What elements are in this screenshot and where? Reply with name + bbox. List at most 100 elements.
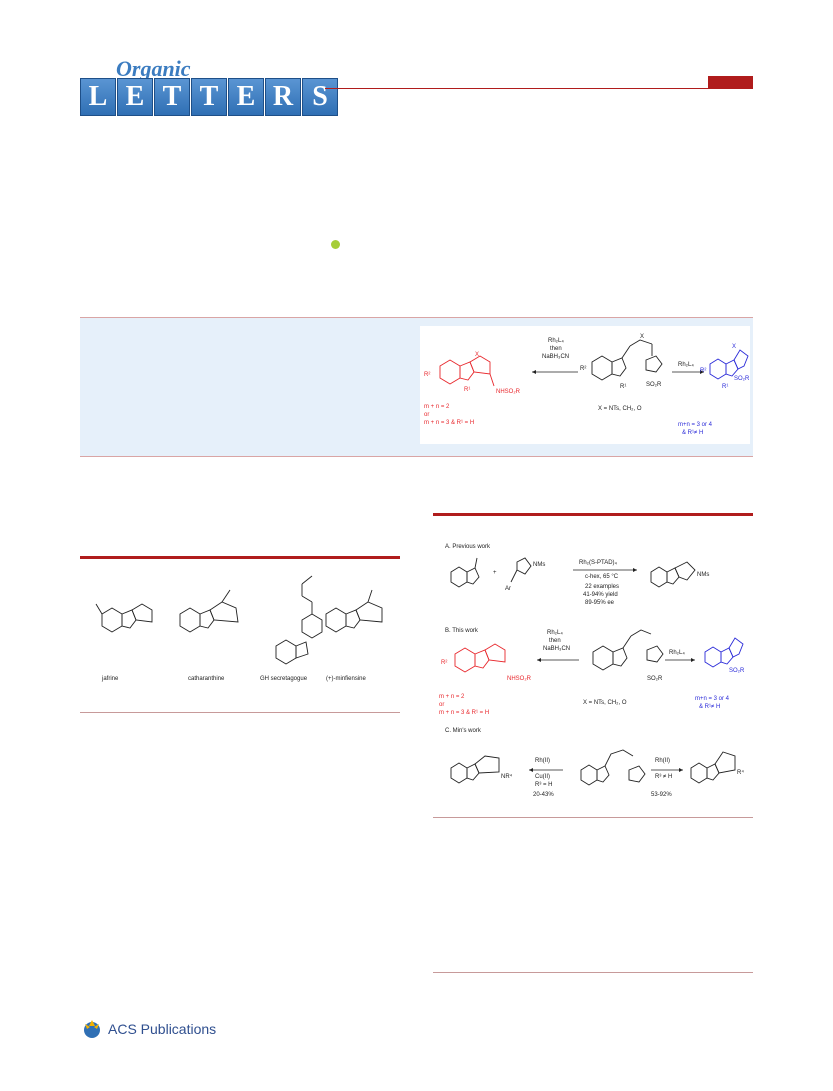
left-product-structure bbox=[439, 355, 495, 387]
scheme-c-right-cond-2: R³ ≠ H bbox=[655, 774, 672, 780]
toc-left-cond-1: m + n = 2 bbox=[424, 404, 450, 410]
figure1-top-rule bbox=[80, 556, 400, 559]
scheme-section-c: C. Min's work bbox=[445, 728, 482, 734]
svg-text:X: X bbox=[732, 344, 736, 350]
logo-letter-tile: L bbox=[80, 78, 116, 116]
toc-right-product-label: SO₂R bbox=[734, 376, 750, 382]
scheme-c-right-cond-3: 53-92% bbox=[651, 792, 672, 798]
scheme-b-x-def: X = NTs, CH₂, O bbox=[583, 700, 627, 706]
orcid-icon[interactable] bbox=[331, 240, 340, 249]
header-accent-block bbox=[708, 76, 753, 89]
scheme-b-right-cond-1: m+n = 3 or 4 bbox=[695, 696, 730, 702]
svg-text:R¹: R¹ bbox=[464, 387, 470, 393]
toc-scheme-svg: R² R¹ X NHSO₂R m + n = 2 or m + n = 3 & … bbox=[424, 334, 750, 436]
toc-reagent-l1: Rh₂L₄ bbox=[548, 338, 564, 344]
scheme-b-reagent-2: then bbox=[549, 638, 561, 644]
scheme-b-left-label: NHSO₂R bbox=[507, 676, 532, 682]
logo-letter-tile: E bbox=[228, 78, 264, 116]
svg-text:R²: R² bbox=[700, 368, 706, 374]
scheme-c-left-cond-1: Rh(II) bbox=[535, 758, 550, 764]
toc-right-cond-1: m+n = 3 or 4 bbox=[678, 422, 713, 428]
toc-left-cond-2: or bbox=[424, 412, 429, 418]
scheme-b-reagent-r: Rh₂L₄ bbox=[669, 650, 685, 656]
abstract-panel: R² R¹ X NHSO₂R m + n = 2 or m + n = 3 & … bbox=[80, 317, 753, 457]
toc-graphic: R² R¹ X NHSO₂R m + n = 2 or m + n = 3 & … bbox=[420, 326, 750, 444]
scheme-a-cond-2: c-hex, 65 °C bbox=[585, 574, 619, 580]
header-rule bbox=[325, 88, 753, 89]
toc-left-cond-3: m + n = 3 & R¹ = H bbox=[424, 420, 474, 426]
acs-footer: ACS Publications bbox=[82, 1018, 216, 1040]
gh-secretagogue-structure bbox=[275, 575, 323, 665]
substrate-structure bbox=[591, 339, 663, 381]
logo-organic-text: Organic bbox=[116, 56, 191, 81]
toc-reagent-r: Rh₂L₄ bbox=[678, 362, 694, 368]
right-product-structure bbox=[709, 349, 749, 380]
scheme-a-cond-5: 89-95% ee bbox=[585, 600, 615, 606]
svg-text:R²: R² bbox=[424, 372, 430, 378]
scheme1: A. Previous work + NMs Ar NMs Rh₂(S-PTAD… bbox=[433, 520, 753, 815]
publisher-name: ACS Publications bbox=[108, 1021, 217, 1037]
toc-left-product-label: NHSO₂R bbox=[496, 389, 521, 395]
scheme1-svg: A. Previous work + NMs Ar NMs Rh₂(S-PTAD… bbox=[439, 544, 745, 798]
scheme-a-triazole-label: NMs bbox=[533, 562, 545, 568]
scheme-c-right-label: R⁴ bbox=[737, 769, 744, 776]
toc-reagent-l3: NaBH₃CN bbox=[542, 354, 569, 360]
logo-letter-tile: E bbox=[117, 78, 153, 116]
scheme-b-left-product bbox=[454, 643, 506, 673]
scheme-b-right-product bbox=[704, 637, 744, 668]
svg-text:+: + bbox=[493, 570, 497, 576]
scheme-b-left-cond-2: or bbox=[439, 702, 444, 708]
scheme-section-a: A. Previous work bbox=[445, 544, 491, 550]
scheme-c-right-cond-1: Rh(II) bbox=[655, 758, 670, 764]
scheme-b-right-cond-2: & R¹≠ H bbox=[699, 704, 720, 710]
scheme-c-left-cond-3: R³ = H bbox=[535, 782, 553, 788]
catharanthine-structure bbox=[179, 589, 239, 633]
scheme-b-right-label: SO₂R bbox=[729, 668, 745, 674]
scheme-a-cond-1: Rh₂(S-PTAD)₄ bbox=[579, 560, 618, 566]
scheme-b-left-cond-3: m + n = 3 & R¹ = H bbox=[439, 710, 489, 716]
compound-label-2: catharanthine bbox=[188, 676, 225, 682]
figure1-bottom-rule bbox=[80, 712, 400, 713]
logo-letter-tile: T bbox=[154, 78, 190, 116]
scheme-a-cond-3: 22 examples bbox=[585, 584, 619, 590]
compound-label-3: GH secretagogue bbox=[260, 676, 308, 682]
svg-text:R²: R² bbox=[580, 366, 586, 372]
logo-letter-tile: T bbox=[191, 78, 227, 116]
scheme-b-substrate-label: SO₂R bbox=[647, 676, 663, 682]
svg-text:R¹: R¹ bbox=[620, 384, 626, 390]
logo-letter-tile: S bbox=[302, 78, 338, 116]
minfiensine-structure bbox=[325, 589, 383, 633]
toc-reagent-l2: then bbox=[550, 346, 562, 352]
logo-letter-tile: R bbox=[265, 78, 301, 116]
scheme1-bottom-rule bbox=[433, 817, 753, 818]
jafrine-structure bbox=[95, 603, 153, 633]
toc-substrate-label: SO₂R bbox=[646, 382, 662, 388]
figure1: jafrine catharanthine GH secretagogue (+… bbox=[80, 562, 400, 688]
scheme-a-ar-label: Ar bbox=[505, 586, 511, 592]
scheme-c-left-label: NR⁴ bbox=[501, 773, 513, 780]
svg-text:R²: R² bbox=[441, 660, 447, 666]
scheme-b-substrate bbox=[592, 629, 664, 671]
scheme-section-b: B. This work bbox=[445, 628, 479, 634]
acs-logo-icon bbox=[84, 1020, 100, 1038]
scheme-a-product-label: NMs bbox=[697, 572, 709, 578]
scheme-b-left-cond-1: m + n = 2 bbox=[439, 694, 465, 700]
compound-label-1: jafrine bbox=[101, 676, 119, 682]
scheme-c-structures bbox=[450, 749, 736, 786]
scheme-b-reagent-3: NaBH₃CN bbox=[543, 646, 570, 652]
svg-text:X: X bbox=[475, 352, 479, 358]
figure1-structures-svg: jafrine catharanthine GH secretagogue (+… bbox=[95, 575, 383, 682]
scheme-b-reagent-1: Rh₂L₄ bbox=[547, 630, 563, 636]
scheme-a-structures bbox=[450, 557, 696, 588]
scheme-c-left-cond-2: Cu(II) bbox=[535, 774, 550, 780]
toc-x-def: X = NTs, CH₂, O bbox=[598, 406, 642, 412]
compound-label-4: (+)-minfiensine bbox=[326, 676, 367, 682]
scheme1-top-rule bbox=[433, 513, 753, 516]
scheme-a-cond-4: 41-94% yield bbox=[583, 592, 618, 598]
svg-text:R¹: R¹ bbox=[722, 384, 728, 390]
footnote-rule bbox=[433, 972, 753, 973]
toc-right-cond-2: & R¹≠ H bbox=[682, 430, 703, 436]
scheme-c-left-cond-4: 20-43% bbox=[533, 792, 554, 798]
